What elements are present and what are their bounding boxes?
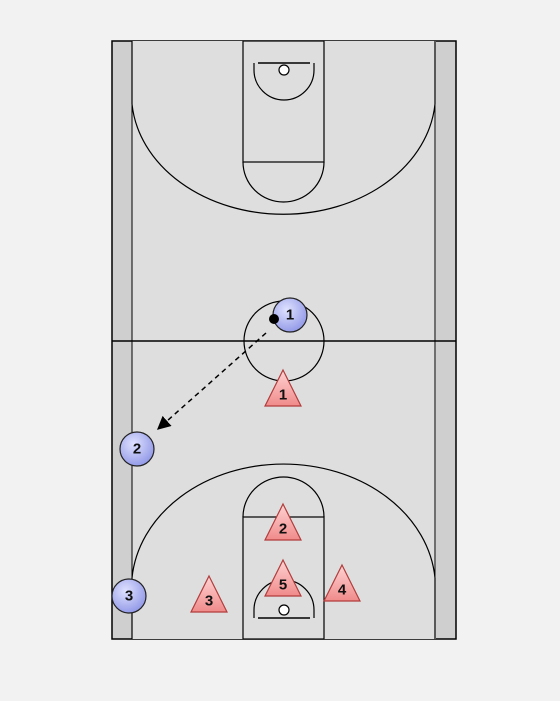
- offense-label: 3: [125, 588, 133, 605]
- defender-label: 3: [205, 593, 213, 610]
- hoop-top: [278, 64, 290, 76]
- offense-circle: [111, 578, 147, 614]
- offense-circle: [119, 431, 155, 467]
- hoop-bottom: [278, 604, 290, 616]
- court: [111, 40, 457, 640]
- defender-triangle: [264, 502, 302, 541]
- defender-label: 4: [338, 582, 347, 599]
- offense-label: 1: [286, 307, 294, 324]
- ball-icon: [269, 314, 279, 324]
- defender-label: 1: [279, 387, 287, 404]
- offense-player-2[interactable]: 2: [119, 431, 155, 467]
- restricted-arc-top: [253, 63, 315, 101]
- offense-player-3[interactable]: 3: [111, 578, 147, 614]
- defender-triangle: [323, 563, 361, 602]
- defender-triangle: [264, 368, 302, 407]
- defender-3[interactable]: 3: [190, 574, 228, 613]
- paint-top: [242, 40, 325, 163]
- three-point-arc-top: [131, 41, 436, 215]
- defender-1[interactable]: 1: [264, 368, 302, 407]
- free-throw-circle-top: [242, 161, 325, 203]
- defender-4[interactable]: 4: [323, 563, 361, 602]
- defender-label: 5: [279, 577, 287, 594]
- defender-triangle: [264, 558, 302, 597]
- defender-5[interactable]: 5: [264, 558, 302, 597]
- pass-arrow: [156, 332, 267, 430]
- defender-label: 2: [279, 521, 287, 538]
- defender-triangle: [190, 574, 228, 613]
- defender-2[interactable]: 2: [264, 502, 302, 541]
- offense-label: 2: [133, 441, 141, 458]
- offense-players: 1 2 3: [111, 297, 308, 614]
- defense-players: 1 2 3 4 5: [190, 368, 361, 613]
- three-point-arc-bottom: [131, 463, 436, 639]
- offense-player-1[interactable]: 1: [272, 297, 308, 333]
- free-throw-circle-bottom: [242, 476, 325, 518]
